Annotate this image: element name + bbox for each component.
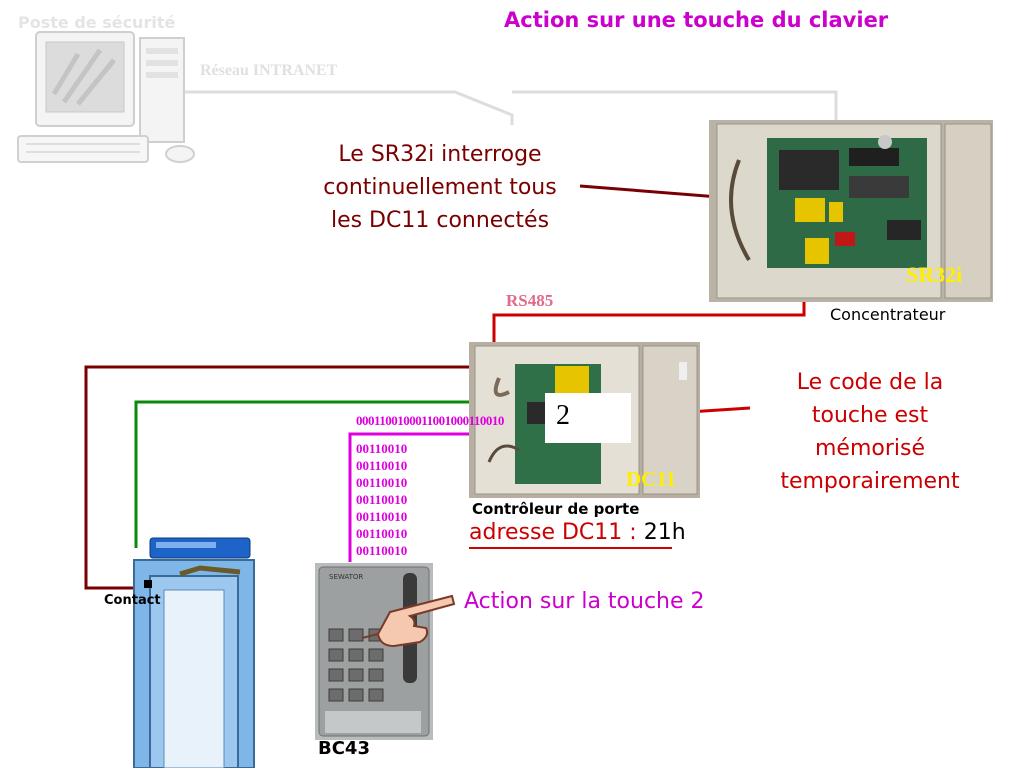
contact-wire-red — [84, 365, 470, 590]
memorized-digit: 2 — [556, 400, 570, 431]
bit-stream-row: 0001100100011001000110010 — [356, 413, 504, 428]
page-title: Action sur une touche du clavier — [504, 8, 889, 32]
code-description-line-2: touche est — [811, 403, 929, 428]
sr-description-line-1: Le SR32i interroge — [338, 142, 542, 167]
sr32i-concentrator — [709, 120, 993, 302]
door-wire-green — [134, 400, 470, 548]
rs485-label: RS485 — [506, 291, 554, 310]
bit-stream-line: 00110010 — [356, 543, 408, 558]
bit-stream-line: 00110010 — [356, 475, 408, 490]
concentrateur-label: Concentrateur — [830, 305, 946, 324]
bit-stream-line: 00110010 — [356, 509, 408, 524]
dc11-label: DC11 — [626, 467, 677, 491]
reader-wire-magenta — [348, 432, 470, 562]
sr-description-line-3: les DC11 connectés — [330, 208, 550, 233]
bit-stream-column: 00110010 00110010 00110010 00110010 0011… — [356, 440, 407, 559]
code-description-line-1: Le code de la — [796, 370, 944, 395]
adresse-dc11: adresse DC11 : 21h — [469, 520, 686, 545]
code-description-line-3: mémorisé — [814, 436, 925, 461]
memory-display — [545, 393, 631, 443]
reader-brand: SEWATOR — [329, 573, 363, 581]
sr-description-line-2: continuellement tous — [323, 175, 557, 200]
action-touche-label: Action sur la touche 2 — [464, 589, 705, 614]
bit-stream-line: 00110010 — [356, 492, 408, 507]
reseau-intranet-label: Réseau INTRANET — [200, 62, 338, 79]
contact-label: Contact — [104, 593, 161, 608]
intranet-network-line — [172, 90, 514, 125]
sr32i-label: SR32i — [906, 262, 963, 287]
bit-stream-line: 00110010 — [356, 526, 408, 541]
code-description: Le code de la touche est mémorisé tempor… — [755, 366, 985, 498]
sr-description: Le SR32i interroge continuellement tous … — [290, 138, 590, 237]
pointing-hand-icon — [361, 594, 456, 648]
intranet-network-line-2 — [512, 90, 838, 120]
code-description-line-4: temporairement — [780, 469, 960, 494]
controleur-label: Contrôleur de porte — [472, 500, 640, 518]
adresse-prefix: adresse DC11 : — [469, 520, 644, 545]
computer-icon — [17, 31, 195, 163]
rs485-wire — [492, 300, 806, 343]
poste-securite-label: Poste de sécurité — [18, 13, 176, 32]
bc43-label: BC43 — [318, 738, 370, 759]
bit-stream-line: 00110010 — [356, 458, 408, 473]
door-icon — [133, 537, 255, 768]
keypad-reader-icon: SEWATOR — [315, 563, 433, 740]
adresse-value: 21h — [643, 520, 686, 545]
bit-stream-line: 00110010 — [356, 441, 408, 456]
